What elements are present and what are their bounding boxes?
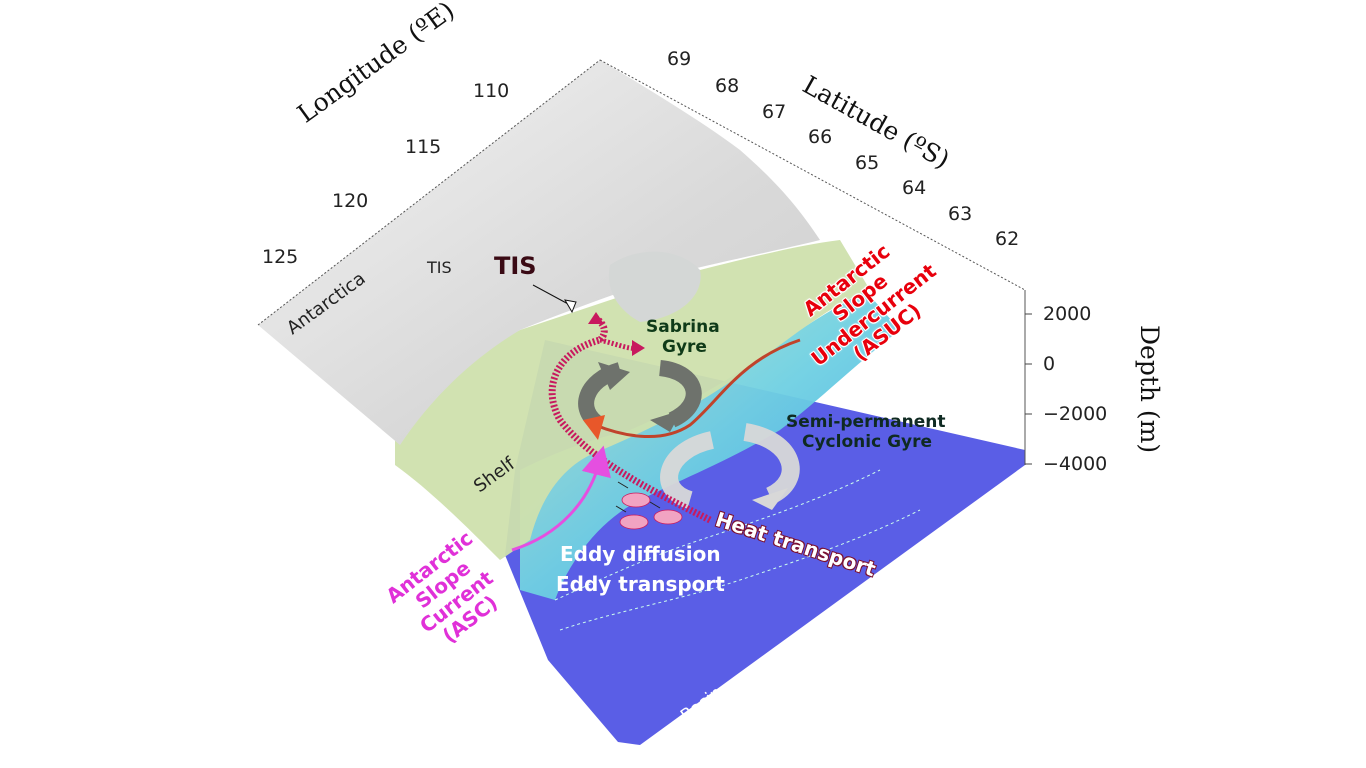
longitude-tick-125: 125 — [262, 246, 299, 268]
ice-shelf-region — [608, 251, 701, 322]
ice-sheet-region — [258, 60, 820, 445]
shelf-region — [395, 240, 870, 560]
depth-axis-title: Depth (m) — [1135, 325, 1164, 454]
tis-big-label: TIS — [494, 252, 537, 280]
tis-pointer-icon — [564, 299, 577, 314]
cyclonic-gyre-arrow-left — [660, 431, 715, 509]
sabrina-gyre-label-line1: Sabrina — [646, 317, 720, 337]
heat-transport-path — [548, 314, 712, 524]
cyclonic-gyre-label-line2: Cyclonic Gyre — [802, 432, 933, 452]
latitude-tick-69: 69 — [667, 48, 692, 70]
asuc-current-path — [594, 338, 801, 438]
eddy-diffusion-label: Eddy diffusion — [560, 542, 721, 566]
latitude-tick-62: 62 — [995, 228, 1020, 250]
depth-tick-minus2000: −2000 — [1043, 403, 1108, 425]
longitude-tick-110: 110 — [473, 80, 510, 102]
latitude-tick-67: 67 — [762, 101, 787, 123]
latitude-tick-64: 64 — [902, 177, 927, 199]
longitude-tick-120: 120 — [332, 190, 369, 212]
cyclonic-gyre-arrow-right — [743, 423, 800, 505]
cyclonic-gyre-label-line1: Semi-permanent — [786, 412, 946, 432]
tis-pointer-line — [532, 284, 571, 306]
tis-small-label: TIS — [427, 258, 452, 277]
depth-tick-minus4000: −4000 — [1043, 453, 1108, 475]
latitude-tick-63: 63 — [948, 203, 973, 225]
sabrina-gyre-label-line2: Gyre — [662, 337, 707, 357]
longitude-tick-115: 115 — [405, 136, 442, 158]
eddy-transport-label: Eddy transport — [556, 572, 725, 596]
asc-current-path — [511, 445, 611, 552]
latitude-tick-68: 68 — [715, 75, 740, 97]
latitude-tick-66: 66 — [808, 126, 833, 148]
depth-tick-0: 0 — [1043, 353, 1056, 375]
sabrina-gyre-arrow-right — [658, 360, 702, 428]
latitude-tick-65: 65 — [855, 152, 880, 174]
depth-tick-2000: 2000 — [1043, 303, 1092, 325]
eddy-disks — [615, 481, 683, 530]
